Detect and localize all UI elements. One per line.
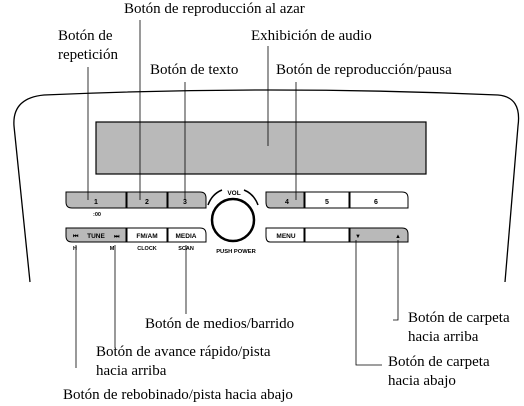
label-text: Botón de texto [150,62,239,78]
label-repeat-line1: Botón de [58,28,113,44]
label-audio-display: Exhibición de audio [251,28,372,44]
label-folder-up-line1: Botón de carpeta [408,310,510,326]
media-button[interactable]: MEDIA [167,227,207,243]
menu-label: MENU [276,233,295,240]
label-fast-forward-line2: hacia arriba [96,363,167,379]
label-shuffle: Botón de reproducción al azar [124,1,305,17]
blank-button[interactable] [304,227,350,243]
folder-up-icon: ▲ [395,234,401,240]
preset-button-2[interactable]: 2 [126,191,168,209]
label-folder-up-line2: hacia arriba [408,329,479,345]
menu-button[interactable]: MENU [265,227,305,243]
preset-5-label: 5 [325,199,329,206]
vol-label: VOL [227,190,240,197]
vol-arc-left [207,189,223,206]
label-folder-down-line2: hacia abajo [388,373,456,389]
media-label: MEDIA [176,233,197,240]
preset-button-6[interactable]: 6 [349,191,409,209]
preset-3-label: 3 [183,199,187,206]
fm-am-label: FM/AM [136,233,157,240]
label-folder-down-line1: Botón de carpeta [388,354,490,370]
label-repeat-line2: repetición [58,47,118,63]
preset-4-label: 4 [285,199,289,206]
preset-button-3[interactable]: 3 [167,191,207,209]
tune-label: TUNE [87,233,105,240]
preset-1-label: 1 [94,199,98,206]
clock-label: CLOCK [137,246,157,252]
folder-down-icon: ▼ [355,234,361,240]
label-media-scan: Botón de medios/barrido [145,316,295,332]
volume-knob[interactable] [210,197,256,243]
leader-lines [75,20,399,368]
fm-am-button[interactable]: FM/AM [126,227,168,243]
preset-button-4[interactable]: 4 [265,191,305,209]
rewind-icon: ⏮ [73,234,79,240]
preset-button-5[interactable]: 5 [304,191,350,209]
leader-folder-down [355,240,382,366]
label-fast-forward-line1: Botón de avance rápido/pista [96,344,271,360]
fast-forward-icon: ⏭ [114,234,120,240]
tune-seek-button[interactable]: ⏮ TUNE ⏭ [65,227,127,243]
leader-folder-up [393,240,399,321]
folder-button[interactable]: ▼ ▲ [349,227,409,243]
h-label: H [73,246,77,252]
unit-body-outline [13,89,520,283]
m-label: M [110,246,115,252]
push-power-label: PUSH POWER [216,249,256,255]
preset-button-1[interactable]: 1 [65,191,127,209]
label-play-pause: Botón de reproducción/pausa [276,62,452,78]
preset-6-label: 6 [374,199,378,206]
vol-arc-right [243,189,259,206]
preset-2-label: 2 [145,199,149,206]
audio-display [95,121,427,175]
preset-1-sub-label: :00 [93,212,101,218]
label-rewind: Botón de rebobinado/pista hacia abajo [63,387,293,403]
